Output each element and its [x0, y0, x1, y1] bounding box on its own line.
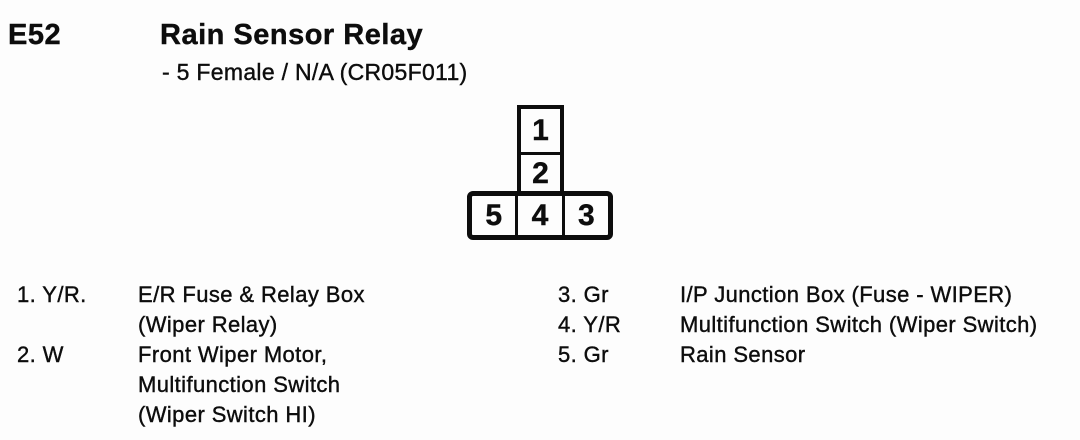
pin-entry-3: 3. Gr I/P Junction Box (Fuse - WIPER)	[558, 280, 1038, 310]
connector-subtitle: - 5 Female / N/A (CR05F011)	[162, 59, 468, 85]
connector-vertical-column: 1 2	[517, 105, 564, 197]
pin-cell-3: 3	[577, 198, 595, 232]
pin-cell-4: 4	[515, 196, 565, 235]
pin-entry-2: 2. W Front Wiper Motor, Multifunction Sw…	[17, 340, 365, 430]
connector-id: E52	[8, 19, 62, 51]
pin-description: E/R Fuse & Relay Box (Wiper Relay)	[138, 280, 365, 340]
pin-entry-5: 5. Gr Rain Sensor	[558, 340, 1038, 370]
pin-cell-2: 2	[532, 157, 549, 190]
pin-list-left: 1. Y/R. E/R Fuse & Relay Box (Wiper Rela…	[17, 280, 365, 430]
connector-bottom-row: 5 4 3	[467, 191, 613, 240]
pin-entry-1: 1. Y/R. E/R Fuse & Relay Box (Wiper Rela…	[17, 280, 365, 340]
pin-label: 3. Gr	[558, 282, 609, 307]
pin-description: Front Wiper Motor, Multifunction Switch …	[138, 340, 340, 430]
pin-label: 2. W	[17, 342, 64, 367]
pin-description: I/P Junction Box (Fuse - WIPER)	[680, 280, 1012, 310]
pin-cell-1: 1	[521, 109, 560, 155]
pin-description: Rain Sensor	[680, 340, 805, 370]
pin-desc-line: Rain Sensor	[680, 342, 806, 367]
pin-desc-line: (Wiper Switch HI)	[138, 402, 316, 427]
pin-label: 5. Gr	[558, 342, 609, 367]
pin-description: Multifunction Switch (Wiper Switch)	[680, 310, 1038, 340]
pin-cell-5: 5	[485, 198, 502, 232]
pin-label: 4. Y/R	[558, 312, 622, 337]
pin-desc-line: Multifunction Switch	[138, 372, 341, 397]
page-title: Rain Sensor Relay	[160, 19, 424, 51]
pin-desc-line: E/R Fuse & Relay Box	[138, 282, 365, 307]
pin-list-right: 3. Gr I/P Junction Box (Fuse - WIPER) 4.…	[558, 280, 1038, 370]
pin-desc-line: Front Wiper Motor,	[138, 342, 328, 367]
pin-desc-line: I/P Junction Box (Fuse - WIPER)	[680, 282, 1013, 307]
pin-desc-line: (Wiper Relay)	[138, 312, 278, 337]
pin-entry-4: 4. Y/R Multifunction Switch (Wiper Switc…	[558, 310, 1038, 340]
pin-desc-line: Multifunction Switch (Wiper Switch)	[680, 312, 1038, 337]
pin-label: 1. Y/R.	[17, 282, 87, 307]
